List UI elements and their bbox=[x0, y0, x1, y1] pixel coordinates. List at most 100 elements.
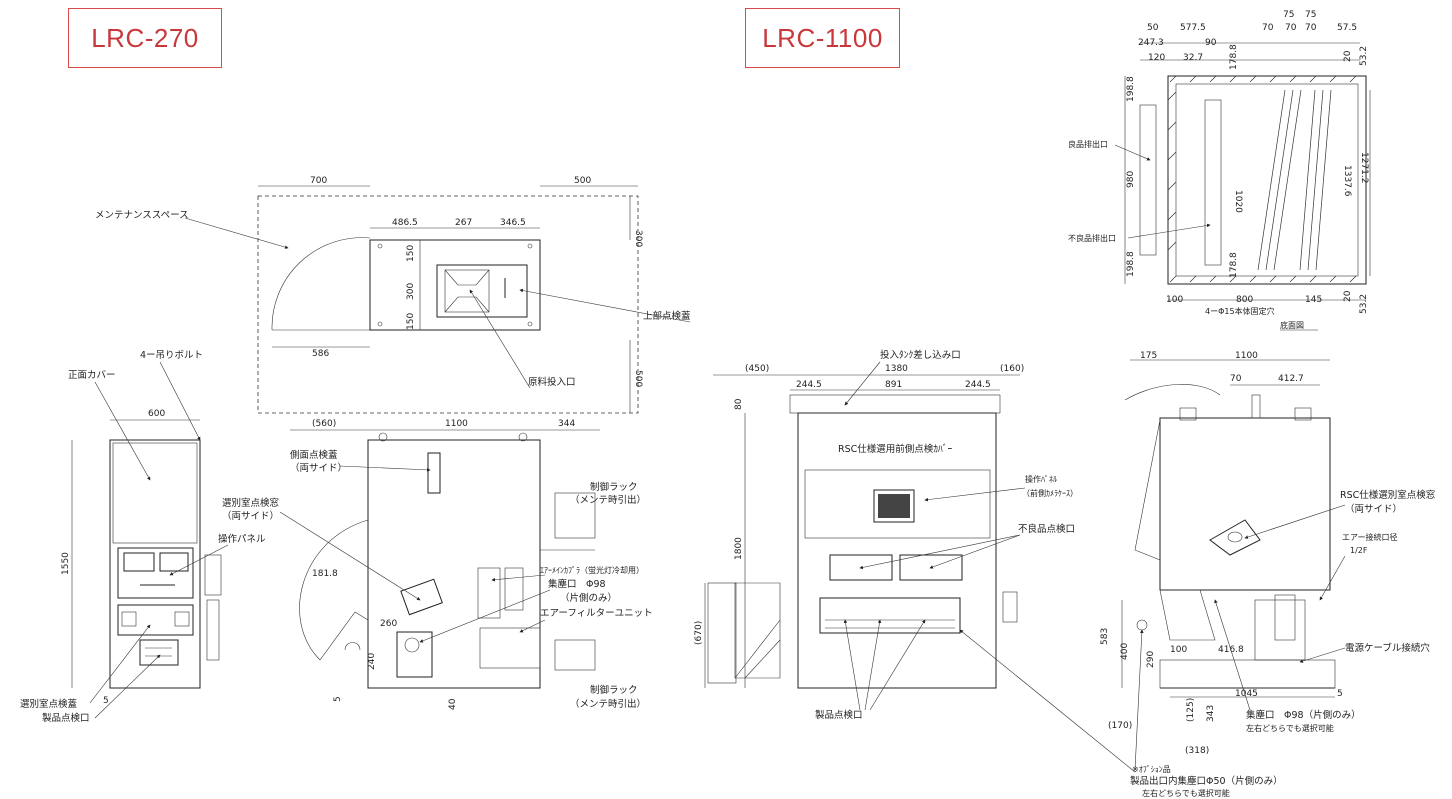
lrc270-front-view: 600 1550 5 4ー吊りボルト 正面カバー 操作パネル 選別室点検蓋 製品… bbox=[20, 350, 266, 724]
dim-150-a: 150 bbox=[406, 245, 416, 262]
dim-175: 175 bbox=[1140, 351, 1157, 361]
label-power-cable: 電源ケーブル接続穴 bbox=[1345, 642, 1430, 654]
label-control-rack-2: 制御ラック bbox=[590, 684, 638, 696]
dim-980: 980 bbox=[1126, 171, 1136, 188]
dim-75-b: 75 bbox=[1305, 10, 1316, 20]
dim-150-b: 150 bbox=[406, 313, 416, 330]
dim-1271-2: 1271.2 bbox=[1359, 152, 1369, 184]
dim-50: 50 bbox=[1147, 23, 1159, 33]
dim-346-5: 346.5 bbox=[500, 218, 526, 228]
dim-267: 267 bbox=[455, 218, 472, 228]
label-operation-panel-1100: 操作ﾊﾟﾈﾙ bbox=[1025, 474, 1057, 484]
label-sorting-window-sides: （両サイド） bbox=[222, 510, 279, 522]
dim-40: 40 bbox=[448, 698, 458, 710]
dim-300-a: 300 bbox=[633, 230, 643, 247]
lrc1100-bottom-view: 50 577.5 75 75 57.5 247.3 90 70 70 70 12… bbox=[1068, 10, 1371, 331]
label-both-sides: （両サイド） bbox=[290, 462, 347, 474]
dim-198-8-b: 198.8 bbox=[1126, 251, 1136, 277]
dim-486-5: 486.5 bbox=[392, 218, 418, 228]
dim-577-5: 577.5 bbox=[1180, 23, 1206, 33]
label-air-inlet-size: 1/2F bbox=[1350, 546, 1368, 555]
lrc270-side-view: (560) 1100 344 181.8 260 240 5 40 側面点検蓋 … bbox=[222, 419, 653, 710]
dim-583: 583 bbox=[1100, 628, 1110, 645]
dim-247-3: 247.3 bbox=[1138, 38, 1164, 48]
dim-343: 343 bbox=[1206, 705, 1216, 722]
dim-500: 500 bbox=[574, 176, 591, 186]
label-either-side-2: 左右どちらでも選択可能 bbox=[1142, 788, 1230, 798]
label-rsc-window-sub: （両サイド） bbox=[1345, 503, 1402, 515]
dim-300-b: 300 bbox=[406, 283, 416, 300]
dim-53-2-a: 53.2 bbox=[1359, 46, 1369, 66]
label-one-side: （片側のみ） bbox=[560, 592, 617, 604]
dim-244-5-a: 244.5 bbox=[796, 380, 822, 390]
label-dust-port: 集塵口 Φ98 bbox=[548, 578, 606, 590]
label-air-inlet: エアー接続口径 bbox=[1342, 532, 1398, 542]
dim-125: (125) bbox=[1186, 698, 1196, 722]
lrc1100-front-view: (450) 1380 (160) 244.5 891 244.5 80 1800… bbox=[694, 349, 1078, 721]
label-side-inspection: 側面点検蓋 bbox=[290, 449, 338, 461]
label-tank-inlet: 投入ﾀﾝｸ差し込み口 bbox=[880, 349, 961, 361]
label-cover-name: RSC仕様選用前側点検ｶﾊﾞｰ bbox=[838, 443, 953, 455]
dim-586: 586 bbox=[312, 349, 329, 359]
dim-1020: 1020 bbox=[1233, 190, 1243, 213]
dim-70-a: 70 bbox=[1262, 23, 1274, 33]
dim-290: 290 bbox=[1146, 651, 1156, 668]
dim-1550: 1550 bbox=[61, 552, 71, 575]
dim-75-a: 75 bbox=[1283, 10, 1294, 20]
dim-1100-b: 1100 bbox=[1235, 351, 1258, 361]
dim-145: 145 bbox=[1305, 295, 1322, 305]
dim-57-5: 57.5 bbox=[1337, 23, 1357, 33]
model-title-lrc270: LRC-270 bbox=[68, 8, 222, 68]
label-maint-pull-2: （メンテ時引出） bbox=[570, 698, 646, 710]
label-bottom-view: 底面図 bbox=[1280, 320, 1304, 330]
dim-80: 80 bbox=[734, 398, 744, 410]
label-product-inspection-1100: 製品点検口 bbox=[815, 709, 863, 721]
label-top-inspection: 上部点検蓋 bbox=[643, 310, 691, 322]
label-front-cover: 正面カバー bbox=[68, 370, 116, 381]
label-air-filter: エアーフィルターユニット bbox=[540, 608, 653, 619]
dim-5-b: 5 bbox=[333, 696, 343, 702]
label-control-rack-1: 制御ラック bbox=[590, 481, 638, 493]
dim-240: 240 bbox=[367, 653, 377, 670]
label-product-inspection: 製品点検口 bbox=[42, 712, 90, 724]
label-maint-pull-1: （メンテ時引出） bbox=[570, 494, 646, 506]
dim-32-7: 32.7 bbox=[1183, 53, 1203, 63]
dim-178-8-a: 178.8 bbox=[1229, 44, 1239, 70]
dim-198-8-a: 198.8 bbox=[1126, 76, 1136, 102]
dim-318: (318) bbox=[1185, 746, 1209, 756]
dim-20-b: 20 bbox=[1343, 290, 1353, 302]
dim-20-a: 20 bbox=[1343, 50, 1353, 62]
label-product-dust: 製品出口内集塵口Φ50（片側のみ） bbox=[1130, 775, 1283, 787]
dim-120: 120 bbox=[1148, 53, 1165, 63]
dim-500-b: 500 bbox=[633, 370, 643, 387]
dim-412-7: 412.7 bbox=[1278, 374, 1304, 384]
lrc1100-side-view: 175 1100 70 412.7 583 400 290 100 416.8 … bbox=[959, 351, 1435, 798]
label-air-coupling: ｴｱｰﾒｲﾝｶﾌﾟﾗ（蛍光灯冷却用） bbox=[540, 565, 644, 575]
dim-70-c: 70 bbox=[1305, 23, 1317, 33]
dim-1337-6: 1337.6 bbox=[1342, 165, 1352, 197]
dim-178-8-b: 178.8 bbox=[1229, 252, 1239, 278]
label-either-side: 左右どちらでも選択可能 bbox=[1246, 723, 1334, 733]
label-option: ※ｵﾌﾟｼｮﾝ品 bbox=[1132, 765, 1171, 774]
dim-560: (560) bbox=[312, 419, 336, 429]
dim-670: (670) bbox=[694, 621, 704, 645]
dim-891: 891 bbox=[885, 380, 902, 390]
label-good-outlet: 良品排出口 bbox=[1068, 139, 1108, 149]
dim-5-c: 5 bbox=[1337, 689, 1343, 699]
label-reject-inspection: 不良品点検口 bbox=[1018, 523, 1075, 535]
dim-160: (160) bbox=[1000, 364, 1024, 374]
dim-1100-a: 1100 bbox=[445, 419, 468, 429]
dim-53-2-b: 53.2 bbox=[1359, 294, 1369, 314]
dim-100-a: 100 bbox=[1166, 295, 1183, 305]
dim-600: 600 bbox=[148, 409, 165, 419]
label-operation-panel-sub: （前側ｶﾒﾗｹｰｽ） bbox=[1022, 488, 1078, 498]
label-maintenance-space: メンテナンススペース bbox=[95, 210, 189, 221]
dim-450: (450) bbox=[745, 364, 769, 374]
dim-700: 700 bbox=[310, 176, 327, 186]
dim-260: 260 bbox=[380, 619, 397, 629]
dim-100-b: 100 bbox=[1170, 645, 1187, 655]
dim-170: (170) bbox=[1108, 721, 1132, 731]
label-sorting-inspection-lid: 選別室点検蓋 bbox=[20, 698, 78, 710]
label-rsc-window: RSC仕様選別室点検窓 bbox=[1340, 489, 1435, 501]
